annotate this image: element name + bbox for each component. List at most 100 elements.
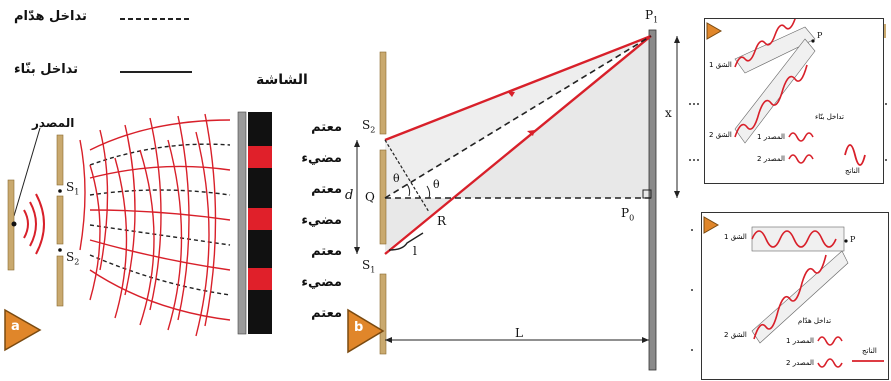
dim-d-arrow-bottom	[354, 247, 360, 254]
ray-arrow-1	[507, 91, 515, 97]
legend-lines	[120, 18, 192, 73]
slit-barrier-mid	[56, 195, 64, 245]
point-p-dot	[811, 39, 815, 43]
constructive-point-p: P	[817, 31, 823, 40]
source-point	[11, 221, 17, 227]
source-label: المصدر	[32, 116, 75, 130]
source1-wave	[817, 336, 843, 346]
barrier-bottom	[379, 273, 387, 355]
destructive-slit2: الشق 2	[724, 331, 747, 339]
constructive-wave-2	[734, 64, 808, 138]
constructive-drawing	[706, 19, 866, 166]
source-wave-1	[23, 209, 29, 239]
label-p1: P1	[645, 8, 659, 25]
label-x: x	[665, 106, 672, 120]
ray-s2-p1	[384, 34, 652, 142]
fringe-label: معتم	[311, 182, 342, 197]
dim-x-arrow-top	[674, 36, 680, 43]
source2-wave	[788, 154, 814, 164]
point-p-dot	[844, 239, 848, 243]
label-r: R	[437, 214, 447, 228]
slit-barrier-bottom	[56, 255, 64, 307]
constructive-wave-1	[734, 19, 796, 68]
panel-b-geometry: P1 P0 S2 S1 d Q R l x L θ θ b	[345, 0, 685, 381]
fringe-label: مضيء	[301, 213, 342, 228]
constructive-source2: المصدر 2	[757, 155, 785, 163]
ray-s1-p1	[384, 35, 652, 255]
barrier-top	[379, 51, 387, 135]
panel-d-destructive: تداخل هدّام الشق 1 الشق 2 المصدر 1 المصد…	[701, 212, 889, 380]
dim-d-arrow-top	[354, 140, 360, 147]
legend-constructive-label: تداخل بنّاء	[14, 62, 79, 77]
slit-barrier-top	[56, 134, 64, 186]
panel-c-constructive: تداخل بنّاء الشق 1 الشق 2 المصدر 1 المصد…	[704, 18, 884, 184]
ray-q-p1	[384, 35, 652, 199]
right-angle-mark	[642, 189, 652, 199]
constructive-title: تداخل بنّاء	[815, 113, 844, 121]
source2-wave	[817, 358, 843, 368]
destructive-band-2	[751, 250, 849, 344]
ray-arrow-2	[527, 130, 535, 136]
constructive-result: الناتج	[845, 167, 860, 175]
interference-drawing	[4, 111, 272, 352]
fringe-labels: معتم مضيء معتم مضيء معتم مضيء معتم	[276, 112, 342, 329]
badge-a-letter: a	[11, 319, 20, 334]
result-wave	[844, 144, 866, 166]
source-pointer	[13, 127, 41, 217]
fringe-label: معتم	[311, 306, 342, 321]
screen-wall	[648, 29, 657, 371]
fringe-label: مضيء	[301, 275, 342, 290]
label-d: d	[345, 188, 354, 203]
source-wave-2	[29, 201, 37, 247]
theta-arc-2	[426, 185, 431, 199]
label-L: L	[515, 326, 523, 340]
badge-b-letter: b	[354, 320, 364, 335]
panel-c-side-mark	[884, 24, 886, 38]
dim-l-arrow-left	[385, 337, 392, 343]
badge-c-triangle	[706, 22, 723, 40]
screen-title: الشاشة	[256, 72, 308, 88]
geometry-drawing	[347, 29, 680, 371]
fringe-label: مضيء	[301, 151, 342, 166]
destructive-point-p: P	[850, 235, 856, 244]
label-theta-1: θ	[393, 172, 400, 185]
constructive-band-1	[734, 26, 816, 74]
slit-s1-label: S1	[66, 180, 80, 197]
destructive-source2: المصدر 2	[786, 359, 814, 367]
constructive-source1: المصدر 1	[757, 133, 785, 141]
slit-s2-label: S2	[66, 250, 80, 267]
fringe-label: معتم	[311, 120, 342, 135]
bright-fringe-1	[248, 146, 272, 168]
destructive-wave-1	[751, 230, 837, 248]
constructive-slit1: الشق 1	[709, 61, 732, 69]
slit-s2-dot	[58, 248, 62, 252]
panel-a-double-slit: تداخل هدّام تداخل بنّاء المصدر الشاشة	[0, 0, 345, 381]
constructive-slit2: الشق 2	[709, 131, 732, 139]
source1-wave	[788, 132, 814, 142]
screen-bar	[237, 111, 247, 335]
label-s2: S2	[362, 118, 376, 135]
source-wave-3	[35, 193, 45, 255]
barrier-mid	[379, 149, 387, 245]
fringe-label: معتم	[311, 244, 342, 259]
legend-destructive-label: تداخل هدّام	[14, 9, 87, 24]
destructive-slit1: الشق 1	[724, 233, 747, 241]
bright-fringe-3	[248, 268, 272, 290]
destructive-title: تداخل هدّام	[798, 317, 832, 325]
perpendicular-s2-r	[384, 139, 430, 213]
destructive-source1: المصدر 1	[786, 337, 814, 345]
label-p0: P0	[621, 206, 635, 223]
badge-b-triangle	[347, 308, 385, 354]
label-l-small: l	[413, 244, 417, 258]
badge-a-triangle	[4, 308, 42, 352]
label-s1: S1	[362, 258, 376, 275]
theta-arc-1	[406, 183, 411, 197]
destructive-result: الناتج	[862, 347, 877, 355]
bright-fringe-2	[248, 208, 272, 230]
slit-s1-dot	[58, 189, 62, 193]
destructive-drawing	[703, 216, 884, 368]
path-difference-brace	[388, 232, 424, 251]
constructive-band-2	[734, 38, 816, 144]
badge-d-triangle	[703, 216, 720, 234]
wavefront-fan	[79, 113, 231, 337]
